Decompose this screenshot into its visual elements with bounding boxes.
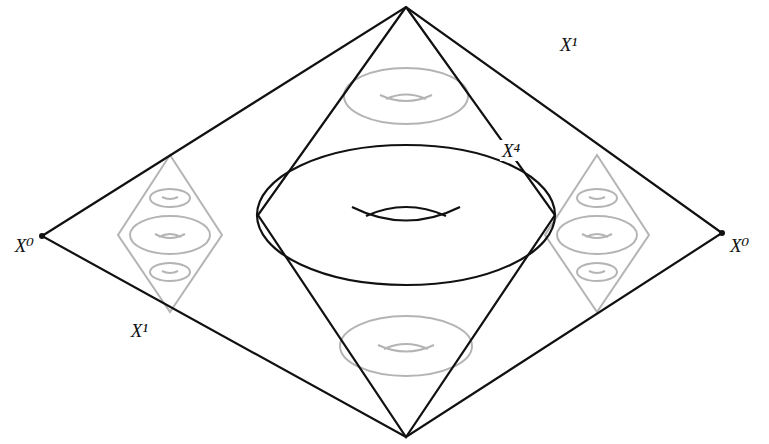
- axis-label: X⁰: [13, 235, 36, 256]
- torus-hole: [162, 197, 178, 273]
- torus: [344, 68, 468, 124]
- torus-hole: [352, 207, 460, 221]
- point: [39, 233, 45, 239]
- axis-label: X¹: [558, 34, 579, 55]
- axis-label: X¹: [129, 320, 150, 341]
- torus-hole: [582, 234, 612, 238]
- outer-diamond: [42, 7, 722, 437]
- inner-diamond: [258, 7, 555, 437]
- torus: [130, 216, 210, 254]
- side-diamond: [545, 155, 649, 312]
- torus-hole: [380, 95, 432, 102]
- torus-hole: [589, 197, 605, 273]
- torus-hole: [155, 234, 185, 238]
- torus: [557, 216, 637, 254]
- point: [719, 230, 725, 236]
- torus-hole: [378, 344, 434, 352]
- axis-label: X⁰: [728, 235, 751, 256]
- axis-label: X⁴: [500, 140, 522, 161]
- torus: [257, 145, 555, 285]
